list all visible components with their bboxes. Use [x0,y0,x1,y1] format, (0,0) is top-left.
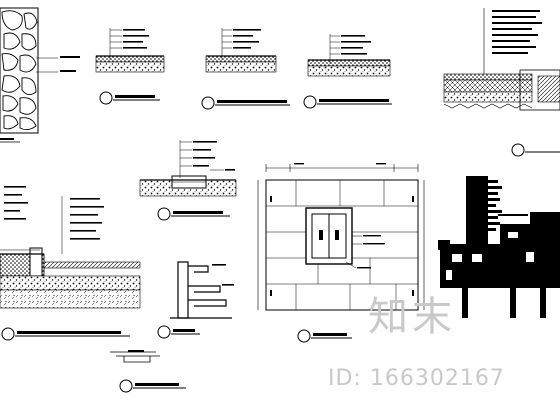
section-g-detail [0,186,141,341]
stone-paving-plan [0,7,80,143]
section-b-detail [95,28,165,105]
section-c-detail [201,28,290,110]
section-d-detail [303,34,392,109]
plan-j-detail [257,163,425,343]
detail-m [110,350,186,393]
detail-l [157,261,234,339]
section-e-detail [443,8,560,157]
elevation-right [438,176,560,318]
section-k-detail [139,140,237,221]
